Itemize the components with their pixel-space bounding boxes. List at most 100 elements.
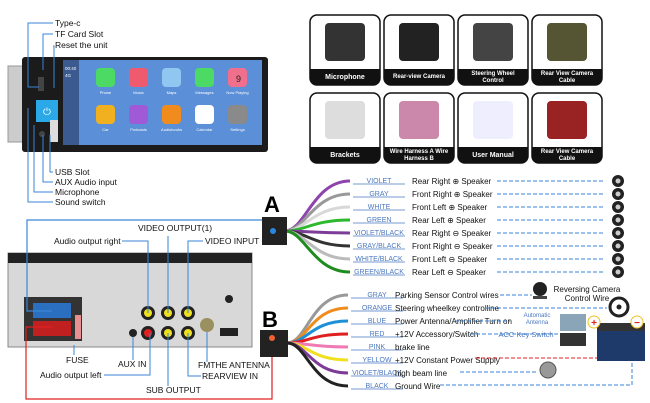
steering-wheel-icon <box>608 296 630 318</box>
accessory-image <box>547 23 587 61</box>
tile-caption-bar <box>384 69 454 85</box>
accessory-name: Rear View Camera Cable <box>540 149 594 162</box>
label-video-output: VIDEO OUTPUT(1) <box>138 223 212 233</box>
app-label: Music <box>133 90 143 95</box>
wire-function-label: Rear Right ⊕ Speaker <box>412 177 492 186</box>
tile-caption-bar <box>532 147 602 163</box>
automatic-antenna-label-2: Antenna <box>526 320 549 326</box>
fuse <box>75 315 81 339</box>
app-label: Phone <box>100 90 112 95</box>
wire-color-label: VIOLET/BLACK <box>352 370 402 377</box>
accessory-image <box>325 23 365 61</box>
accessory-image <box>473 23 513 61</box>
wire-color-label: GREEN/BLACK <box>354 269 404 276</box>
aux-in-jack <box>129 329 137 337</box>
power-icon: ⏻ <box>43 107 51 118</box>
wire-function-label: Steering wheelkey controlline <box>395 304 500 313</box>
accessory-tile <box>383 92 455 164</box>
wire-color-label: BLACK <box>366 383 389 390</box>
antenna-socket <box>200 318 214 332</box>
app-icon-audiobooks <box>162 105 181 124</box>
app-label: Settings <box>230 127 244 132</box>
app-icon-maps <box>162 68 181 87</box>
accessory-tile <box>531 14 603 86</box>
label-aux-in: AUX IN <box>118 359 146 369</box>
antenna-image <box>560 314 586 331</box>
label-rearview-in: REARVIEW IN <box>202 371 258 381</box>
speaker-cone <box>615 204 621 210</box>
wire-function-label: Parking Sensor Control wires <box>395 291 499 300</box>
connector-a-link-line <box>26 219 273 312</box>
reversing-camera-icon <box>533 282 547 299</box>
accessory-name: Steering Wheel Control <box>471 71 515 84</box>
accessory-tile <box>383 14 455 86</box>
battery-minus-icon <box>630 315 644 329</box>
wire-function-label: Rear Right ⊖ Speaker <box>412 229 492 238</box>
accessory-tile <box>457 14 529 86</box>
app-icon-music <box>129 68 148 87</box>
accessory-tile <box>531 92 603 164</box>
label-audio-right: Audio output right <box>54 236 121 246</box>
speaker-cone <box>615 178 621 184</box>
label-antenna: FMTHE ANTENNA <box>198 360 270 370</box>
accessory-tile <box>309 92 381 164</box>
wire-function-label: high beam line <box>395 369 448 378</box>
calendar-day: 9 <box>236 74 241 84</box>
speaker-cone <box>615 256 621 262</box>
wire-color-label: WHITE/BLACK <box>355 256 403 263</box>
accessory-image <box>473 101 513 139</box>
app-label: Car <box>102 127 109 132</box>
accessory-name: Rear View Camera Cable <box>540 71 594 84</box>
wire-blue <box>286 319 349 345</box>
battery-icon <box>597 323 645 361</box>
wire-color-label: WHITE <box>368 204 391 211</box>
connector-b <box>260 330 288 357</box>
accessory-name: Rear-view Camera <box>392 74 446 81</box>
app-label: Calendar <box>196 127 213 132</box>
accessory-name: Wire Harness A Wire Harness B <box>389 149 449 162</box>
accessory-name: Brackets <box>330 151 360 159</box>
callout-sound-switch: Sound switch <box>55 197 106 207</box>
accessory-name: User Manual <box>472 151 514 159</box>
app-icon-podcasts <box>129 105 148 124</box>
screen-signal: 4G <box>65 73 72 78</box>
callout-tf-card-slot: TF Card Slot <box>55 29 104 39</box>
app-icon-phone <box>96 68 115 87</box>
wire-black <box>286 341 349 388</box>
wire-function-label: Front Left ⊕ Speaker <box>412 203 488 212</box>
tile-caption-bar <box>310 69 380 85</box>
accessory-name: Microphone <box>325 73 365 81</box>
harness-b-letter: B <box>262 307 278 332</box>
speaker-cone <box>615 217 621 223</box>
key-switch-image <box>560 333 586 346</box>
battery-plus-icon <box>587 315 601 329</box>
speaker-cone <box>615 230 621 236</box>
accessory-tile <box>309 14 381 86</box>
wire-function-label: Front Right ⊖ Speaker <box>412 242 493 251</box>
callout-aux-audio: AUX Audio input <box>55 177 118 187</box>
app-label: Maps <box>167 90 177 95</box>
wire-function-label: Rear Left ⊕ Speaker <box>412 216 486 225</box>
harness-a-letter: A <box>264 192 280 217</box>
wire-function-label: Power Antenna/Amplifier Turn on <box>395 317 512 326</box>
tile-caption-bar <box>458 147 528 163</box>
tile-caption-bar <box>458 69 528 85</box>
wire-color-label: ORANGE <box>362 305 393 312</box>
reversing-camera-label: Reversing Camera <box>554 285 621 294</box>
wire-function-label: Ground Wire <box>395 382 441 391</box>
tile-caption-bar <box>384 147 454 163</box>
wire-color-label: PINK <box>369 344 386 351</box>
label-sub-output: SUB OUTPUT <box>146 385 201 395</box>
tile-caption-bar <box>310 147 380 163</box>
wire-color-label: BLUE <box>368 318 387 325</box>
app-icon-calendar <box>195 105 214 124</box>
accessory-image <box>399 23 439 61</box>
automatic-antenna-label: Automatic <box>524 313 551 319</box>
wire-color-label: RED <box>370 331 385 338</box>
accessory-tile <box>457 92 529 164</box>
app-icon-now-playing <box>228 68 247 87</box>
connector-b-link-line <box>25 326 273 400</box>
wire-color-label: VIOLET/BLACK <box>354 230 404 237</box>
callout-reset: Reset the unit <box>55 40 108 50</box>
